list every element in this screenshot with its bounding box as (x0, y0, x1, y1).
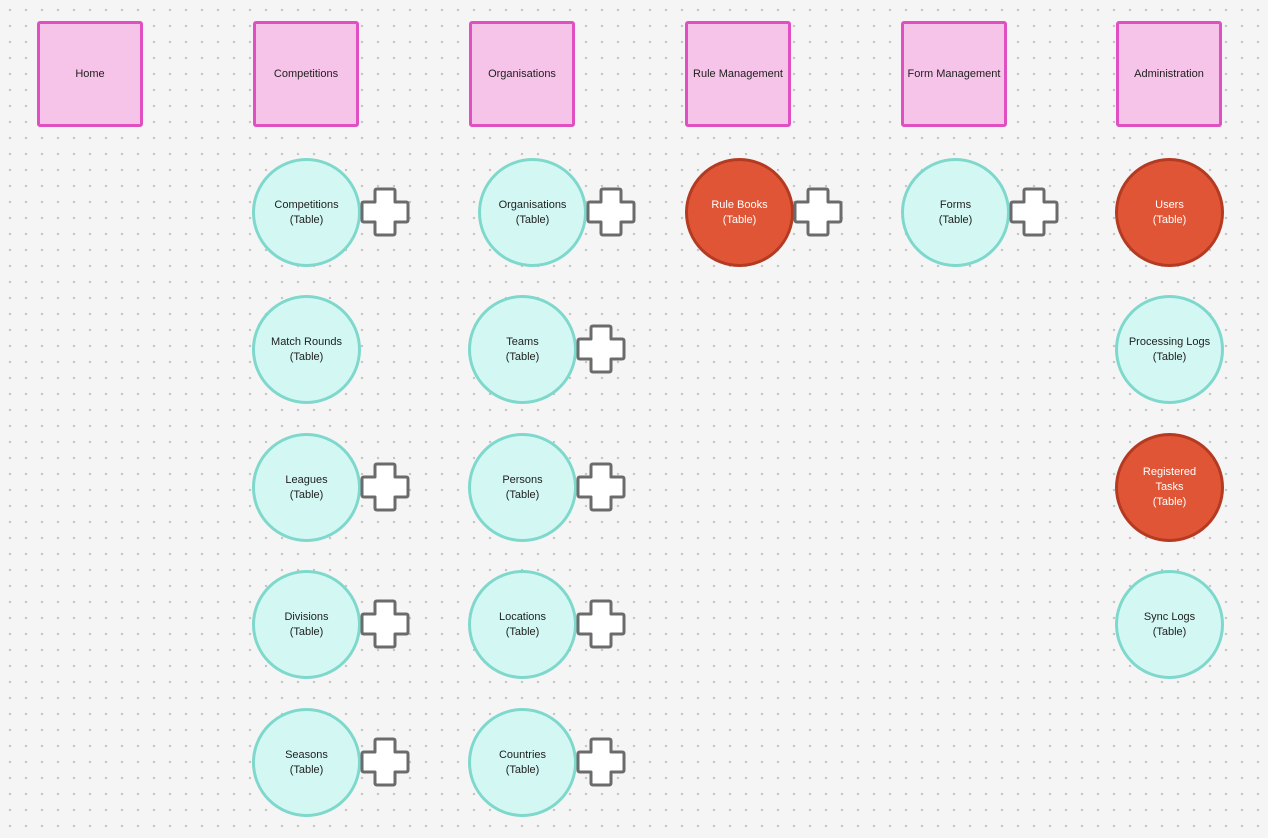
node-label: Teams (506, 335, 539, 348)
node-label: Processing Logs (1128, 335, 1211, 348)
node-type-label: (Table) (289, 213, 324, 226)
node-type-label: (Table) (505, 350, 540, 363)
node-type-label: (Table) (289, 350, 324, 363)
node-type-label: (Table) (505, 763, 540, 776)
section-administration[interactable]: Administration (1116, 21, 1222, 127)
node-type-label: (Table) (1152, 496, 1187, 508)
section-title: Organisations (488, 68, 556, 80)
node-type-label: (Table) (722, 213, 757, 226)
node-type-label: (Table) (1152, 350, 1187, 363)
node-label: Locations (498, 610, 547, 623)
section-form-management[interactable]: Form Management (901, 21, 1007, 127)
table-node-locations[interactable]: Locations (Table) (468, 570, 577, 679)
table-node-processing-logs[interactable]: Processing Logs (Table) (1115, 295, 1224, 404)
table-node-users[interactable]: Users (Table) (1115, 158, 1224, 267)
table-node-competitions[interactable]: Competitions (Table) (252, 158, 361, 267)
add-icon[interactable] (575, 461, 627, 513)
section-organisations[interactable]: Organisations (469, 21, 575, 127)
node-type-label: (Table) (289, 763, 324, 776)
node-type-label: (Table) (505, 488, 540, 501)
section-home[interactable]: Home (37, 21, 143, 127)
table-node-leagues[interactable]: Leagues (Table) (252, 433, 361, 542)
add-icon[interactable] (575, 736, 627, 788)
section-competitions[interactable]: Competitions (253, 21, 359, 127)
add-icon[interactable] (359, 461, 411, 513)
section-title: Rule Management (693, 68, 783, 80)
node-label: Leagues (285, 473, 328, 486)
table-node-sync-logs[interactable]: Sync Logs (Table) (1115, 570, 1224, 679)
section-rule-management[interactable]: Rule Management (685, 21, 791, 127)
node-label: Forms (939, 198, 972, 211)
node-label: Rule Books (711, 198, 768, 211)
node-label: Divisions (284, 610, 329, 623)
node-label: Competitions (274, 198, 339, 211)
node-type-label: (Table) (938, 213, 973, 226)
node-label: Organisations (498, 198, 567, 211)
table-node-countries[interactable]: Countries (Table) (468, 708, 577, 817)
section-title: Competitions (273, 68, 339, 80)
table-node-match-rounds[interactable]: Match Rounds (Table) (252, 295, 361, 404)
section-title: Home (75, 68, 105, 80)
table-node-rule-books[interactable]: Rule Books (Table) (685, 158, 794, 267)
node-type-label: (Table) (289, 625, 324, 638)
table-node-teams[interactable]: Teams (Table) (468, 295, 577, 404)
node-type-label: (Table) (515, 213, 550, 226)
table-node-organisations[interactable]: Organisations (Table) (478, 158, 587, 267)
node-label: Users (1155, 198, 1184, 211)
node-label: Registered Tasks (1142, 466, 1197, 493)
node-type-label: (Table) (289, 488, 324, 501)
table-node-registered-tasks[interactable]: Registered Tasks (Table) (1115, 433, 1224, 542)
node-label: Sync Logs (1143, 610, 1196, 623)
add-icon[interactable] (1008, 186, 1060, 238)
node-type-label: (Table) (1152, 625, 1187, 638)
add-icon[interactable] (359, 186, 411, 238)
table-node-seasons[interactable]: Seasons (Table) (252, 708, 361, 817)
add-icon[interactable] (585, 186, 637, 238)
section-title: Form Management (907, 68, 1001, 80)
add-icon[interactable] (575, 598, 627, 650)
table-node-forms[interactable]: Forms (Table) (901, 158, 1010, 267)
node-label: Match Rounds (271, 335, 342, 348)
node-label: Countries (498, 748, 547, 761)
node-type-label: (Table) (1152, 213, 1187, 226)
add-icon[interactable] (792, 186, 844, 238)
node-label: Seasons (285, 748, 328, 761)
add-icon[interactable] (575, 323, 627, 375)
section-title: Administration (1134, 68, 1204, 80)
node-label: Persons (502, 473, 543, 486)
table-node-divisions[interactable]: Divisions (Table) (252, 570, 361, 679)
add-icon[interactable] (359, 736, 411, 788)
node-type-label: (Table) (505, 625, 540, 638)
add-icon[interactable] (359, 598, 411, 650)
table-node-persons[interactable]: Persons (Table) (468, 433, 577, 542)
